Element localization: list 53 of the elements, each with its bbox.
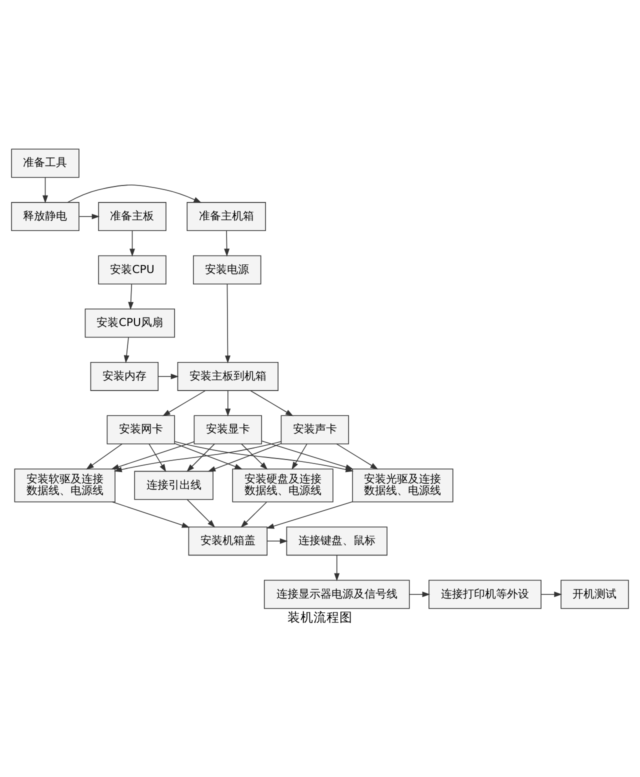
arrow (162, 390, 206, 416)
arrow (241, 443, 268, 470)
arrow (112, 501, 190, 528)
arrow (128, 283, 134, 310)
node-box: 准备主机箱 (186, 202, 266, 231)
caption: 装机流程图 (288, 609, 352, 624)
node-box: 开机测试 (560, 579, 629, 608)
arrow (148, 443, 166, 472)
arrow (111, 440, 194, 469)
arrow (78, 213, 100, 219)
arrow (186, 498, 216, 528)
node-box: 释放静电 (11, 202, 80, 231)
node-box: 安装机箱盖 (188, 526, 268, 556)
node-box: 连接打印机等外设 (428, 579, 542, 608)
node-box: 安装光驱及连接数据线、电源线 (352, 468, 454, 502)
node-box: 准备主板 (98, 202, 166, 231)
node-box: 安装电源 (193, 254, 262, 284)
arrow (114, 440, 282, 472)
node-box: 安装内存 (90, 361, 159, 390)
arrow (186, 443, 215, 472)
node-box: 准备工具 (11, 148, 80, 178)
arrow (266, 538, 288, 544)
arrow (292, 443, 308, 470)
node-box: 安装主板到机箱 (177, 361, 278, 390)
arrow (130, 230, 136, 256)
node-box: 安装显卡 (194, 414, 262, 444)
arrow (225, 390, 231, 416)
node-box: 连接显示器电源及信号线 (264, 579, 410, 608)
node-box: 安装网卡 (106, 414, 175, 444)
arrow (208, 442, 282, 472)
node-box: 安装声卡 (280, 414, 349, 444)
arrow (336, 443, 378, 470)
arrow (158, 373, 179, 379)
arrow (42, 176, 48, 203)
arrow (124, 336, 130, 363)
node-box: 安装硬盘及连接数据线、电源线 (232, 468, 334, 502)
arrow (261, 440, 354, 470)
arrow (266, 500, 353, 528)
arrow (240, 501, 267, 528)
arrow (250, 390, 294, 416)
node-box: 安装CPU风扇 (84, 308, 175, 338)
node-box: 连接键盘、鼠标 (286, 526, 388, 556)
arrow (225, 283, 230, 363)
node-box: 安装CPU (98, 254, 166, 284)
arrow (334, 554, 340, 581)
arrow (409, 591, 430, 597)
arrow (224, 230, 230, 256)
arrow (67, 184, 202, 202)
node-box: 连接引出线 (134, 470, 214, 500)
node-box: 安装软驱及连接数据线、电源线 (14, 468, 116, 502)
arrow (86, 443, 122, 470)
arrow (174, 442, 243, 469)
arrow (540, 591, 562, 597)
